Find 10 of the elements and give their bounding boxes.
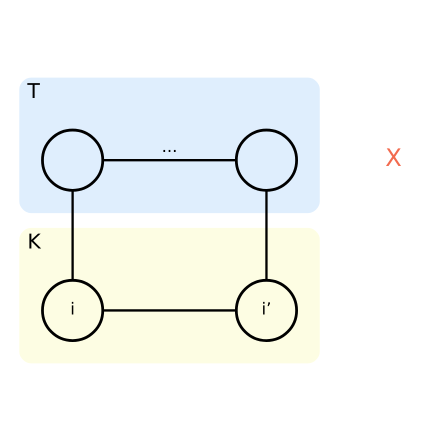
- edge-label: ...: [162, 136, 178, 156]
- connector: [265, 190, 268, 280]
- node-circle: [234, 128, 298, 192]
- connector: [71, 190, 74, 280]
- node-circle: i: [41, 278, 104, 342]
- connector: [102, 308, 236, 312]
- connector: [102, 158, 236, 161]
- node-circle: i’: [234, 278, 298, 342]
- node-circle: [41, 128, 104, 192]
- label: X: [385, 144, 402, 172]
